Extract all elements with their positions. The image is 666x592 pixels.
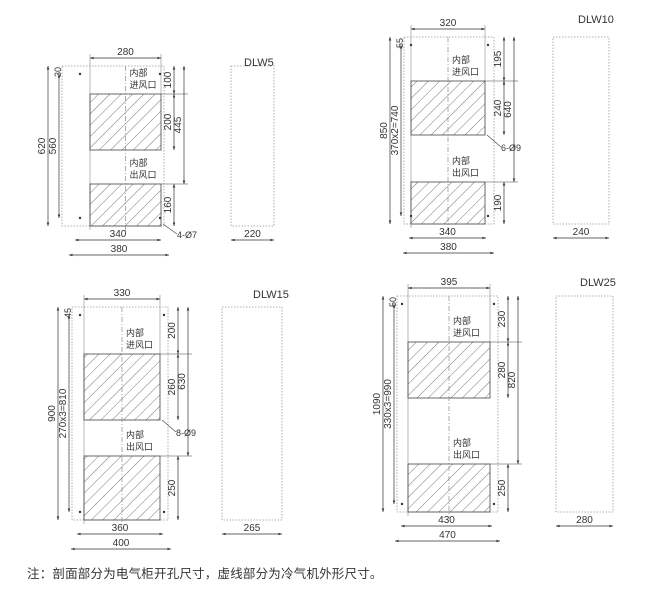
inlet-label-1: 内部 <box>452 54 470 66</box>
holes-label: 6-Ø9 <box>501 143 521 153</box>
inlet-cutout <box>89 93 162 151</box>
outlet-label-1: 内部 <box>453 437 471 449</box>
cutout-width-dim-label: 330 <box>114 288 131 299</box>
outlet-height-dim-label: 160 <box>163 196 174 213</box>
hole-width-dim-label: 340 <box>439 227 456 238</box>
inlet-to-outlet-dim-label: 640 <box>503 101 514 118</box>
inlet-height-dim-label: 200 <box>163 113 174 130</box>
depth-dim-label: 220 <box>244 229 261 240</box>
holes-leader <box>161 419 177 433</box>
cutout-width-dim-label: 320 <box>440 18 457 29</box>
overall-height-dim-label: 620 <box>37 137 48 154</box>
overall-height-dim-label: 850 <box>379 122 390 139</box>
inlet-label-2: 进风口 <box>452 67 479 78</box>
depth-dim-label: 240 <box>573 227 590 238</box>
hole-width-dim-label: 340 <box>110 229 127 240</box>
model-name: DLW10 <box>578 14 614 26</box>
inlet-top-dim-label: 100 <box>163 71 174 88</box>
outlet-label-1: 内部 <box>130 157 148 169</box>
outlet-height-dim-label: 250 <box>167 479 178 496</box>
overall-height-dim-label: 1090 <box>372 392 383 415</box>
inlet-label-1: 内部 <box>126 327 144 339</box>
inlet-label-2: 进风口 <box>126 340 153 351</box>
inlet-label-2: 进风口 <box>130 80 157 91</box>
top-offset-label: 45 <box>63 308 73 318</box>
mount-hole <box>78 510 82 514</box>
outlet-height-dim-label: 250 <box>497 479 508 496</box>
mount-hole <box>409 43 413 47</box>
outlet-label-2: 出风口 <box>453 449 480 461</box>
model-name: DLW15 <box>253 289 289 301</box>
mount-hole <box>162 313 166 317</box>
mount-hole <box>158 72 162 76</box>
top-offset-label: 50 <box>388 297 398 307</box>
inlet-label-1: 内部 <box>130 67 148 79</box>
outlet-label-1: 内部 <box>452 155 470 167</box>
holes-leader <box>486 134 502 148</box>
inlet-top-dim-label: 230 <box>497 310 508 327</box>
holes-leader <box>162 223 178 235</box>
mount-hole <box>400 302 404 306</box>
mount-hole <box>400 502 404 506</box>
inlet-top-dim-label: 195 <box>493 50 504 67</box>
hole-height-dim-label: 270x3=810 <box>58 388 69 438</box>
hole-height-dim-label: 370x2=740 <box>390 105 401 155</box>
depth-dim-label: 280 <box>576 515 593 526</box>
overall-width-dim-label: 380 <box>440 242 457 253</box>
mount-hole <box>492 502 496 506</box>
mount-hole <box>409 214 413 218</box>
hole-height-dim-label: 560 <box>48 137 59 154</box>
side-view-outline <box>555 295 614 513</box>
mount-hole <box>78 313 82 317</box>
inlet-to-outlet-dim-label: 630 <box>177 373 188 390</box>
inlet-to-outlet-dim-label: 820 <box>507 371 518 388</box>
hole-height-dim-label: 330x3=990 <box>383 379 394 429</box>
depth-dim-label: 265 <box>244 523 261 534</box>
overall-width-dim-label: 400 <box>113 538 130 549</box>
footnote: 注：剖面部分为电气柜开孔尺寸，虚线部分为冷气机外形尺寸。 <box>27 566 383 581</box>
top-offset-label: 55 <box>395 38 405 48</box>
cutout-width-dim-label: 280 <box>117 47 134 58</box>
side-view-outline <box>230 65 275 227</box>
model-name: DLW25 <box>580 277 616 289</box>
outlet-label-2: 出风口 <box>126 441 153 453</box>
side-view-outline <box>552 36 610 225</box>
inlet-label-1: 内部 <box>453 315 471 327</box>
model-name: DLW5 <box>244 57 274 69</box>
side-view-outline <box>221 306 283 521</box>
mount-hole <box>78 216 82 220</box>
top-offset-label: 30 <box>53 67 63 77</box>
inlet-height-dim-label: 260 <box>167 378 178 395</box>
mount-hole <box>78 72 82 76</box>
mount-hole <box>492 302 496 306</box>
overall-height-dim-label: 900 <box>47 405 58 422</box>
outlet-label-1: 内部 <box>126 429 144 441</box>
inlet-to-outlet-dim-label: 445 <box>173 116 184 133</box>
mount-hole <box>162 510 166 514</box>
outlet-label-2: 出风口 <box>130 169 157 181</box>
mount-hole <box>158 216 162 220</box>
inlet-top-dim-label: 200 <box>167 322 178 339</box>
overall-width-dim-label: 470 <box>439 530 456 541</box>
inlet-height-dim-label: 240 <box>493 99 504 116</box>
hole-width-dim-label: 360 <box>112 523 129 534</box>
outlet-label-2: 出风口 <box>452 167 479 179</box>
outlet-height-dim-label: 190 <box>493 194 504 211</box>
holes-label: 4-Ø7 <box>177 230 197 240</box>
inlet-height-dim-label: 280 <box>497 361 508 378</box>
hole-width-dim-label: 430 <box>438 515 455 526</box>
holes-label: 8-Ø9 <box>176 428 196 438</box>
cutout-width-dim-label: 395 <box>441 277 458 288</box>
inlet-label-2: 进风口 <box>453 328 480 339</box>
mount-hole <box>486 43 490 47</box>
overall-width-dim-label: 380 <box>111 244 128 255</box>
mount-hole <box>486 214 490 218</box>
